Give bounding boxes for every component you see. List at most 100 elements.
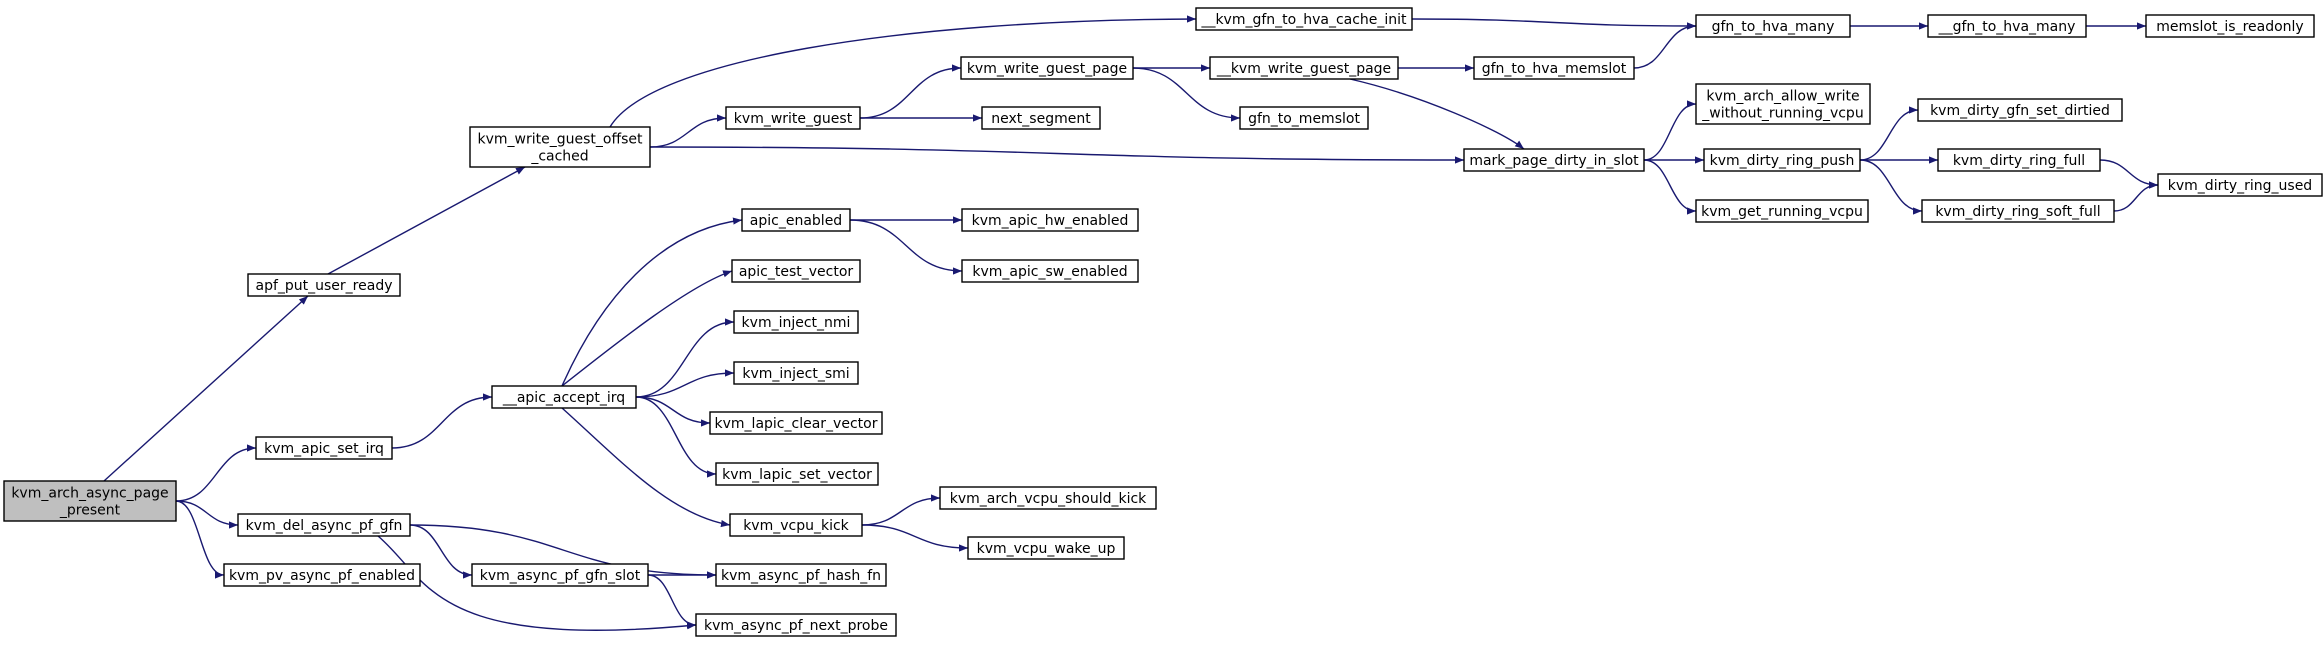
- node-kvm-arch-vcpu-should-kick[interactable]: kvm_arch_vcpu_should_kick: [939, 486, 1157, 510]
- node-box: [1695, 83, 1871, 125]
- node-label: gfn_to_hva_many: [1712, 19, 1835, 35]
- node-kvm-dirty-ring-full[interactable]: kvm_dirty_ring_full: [1937, 148, 2101, 172]
- node-box: [1463, 148, 1645, 172]
- node-label: kvm_apic_sw_enabled: [972, 264, 1127, 280]
- node-kvm-dirty-ring-used[interactable]: kvm_dirty_ring_used: [2157, 173, 2323, 197]
- node-kvm-lapic-clear-vector[interactable]: kvm_lapic_clear_vector: [709, 411, 883, 435]
- node-label: kvm_inject_smi: [742, 366, 849, 382]
- node-kvm-del-async-pf-gfn[interactable]: kvm_del_async_pf_gfn: [237, 513, 411, 537]
- node-kvm-dirty-gfn-set-dirtied[interactable]: kvm_dirty_gfn_set_dirtied: [1917, 98, 2123, 122]
- edge-apic-accept-irq-to-kvm-inject-nmi: [635, 318, 735, 398]
- node-kvm-write-guest[interactable]: kvm_write_guest: [725, 106, 861, 130]
- node-box: [1195, 7, 1413, 31]
- node-label: kvm_async_pf_hash_fn: [721, 568, 881, 584]
- node-kvm-dirty-ring-push[interactable]: kvm_dirty_ring_push: [1703, 148, 1861, 172]
- node-label: kvm_lapic_clear_vector: [715, 416, 878, 432]
- call-edges: [103, 15, 2159, 631]
- node-apf-put-user-ready[interactable]: apf_put_user_ready: [247, 273, 401, 297]
- node-label: kvm_dirty_ring_push: [1710, 153, 1855, 169]
- edge-kvm-dirty-ring-soft-full-to-kvm-dirty-ring-used: [2113, 181, 2159, 212]
- node-kvm-lapic-set-vector[interactable]: kvm_lapic_set_vector: [715, 462, 879, 486]
- edge-mark-page-dirty-in-slot-to-kvm-get-running-vcpu: [1643, 159, 1697, 215]
- node-label: kvm_dirty_gfn_set_dirtied: [1930, 103, 2110, 119]
- node-label: apf_put_user_ready: [256, 278, 393, 294]
- edge-kvm-write-guest-offset-cached-to-kvm-gfn-to-hva-cache-init: [609, 15, 1197, 128]
- node-kvm-apic-sw-enabled[interactable]: kvm_apic_sw_enabled: [961, 259, 1139, 283]
- node-gfn-to-hva-many[interactable]: __gfn_to_hva_many: [1927, 14, 2087, 38]
- node-kvm-async-pf-next-probe[interactable]: kvm_async_pf_next_probe: [695, 613, 897, 637]
- node-box: [961, 259, 1139, 283]
- edge-gfn-to-hva-memslot-to-gfn-to-hva-many: [1633, 22, 1697, 69]
- node-memslot-is-readonly[interactable]: memslot_is_readonly: [2145, 14, 2315, 38]
- node-label: __gfn_to_hva_many: [1938, 19, 2076, 35]
- node-kvm-arch-allow-write[interactable]: kvm_arch_allow_write_without_running_vcp…: [1695, 83, 1871, 125]
- node-label: kvm_arch_async_page: [11, 486, 168, 502]
- node-kvm-gfn-to-hva-cache-init[interactable]: __kvm_gfn_to_hva_cache_init: [1195, 7, 1413, 31]
- node-kvm-async-pf-gfn-slot[interactable]: kvm_async_pf_gfn_slot: [471, 563, 649, 587]
- node-label: kvm_vcpu_kick: [743, 518, 849, 534]
- node-label: _present: [59, 503, 121, 519]
- node-apic-test-vector[interactable]: apic_test_vector: [731, 259, 861, 283]
- edge-apf-put-user-ready-to-kvm-write-guest-offset-cached: [327, 166, 526, 275]
- node-label: __kvm_gfn_to_hva_cache_init: [1200, 12, 1407, 28]
- node-label: kvm_apic_set_irq: [264, 441, 384, 457]
- node-apic-accept-irq[interactable]: __apic_accept_irq: [491, 385, 637, 409]
- node-label: kvm_write_guest_offset: [478, 132, 644, 148]
- node-box: [1917, 98, 2123, 122]
- node-box: [1473, 56, 1635, 80]
- node-box: [223, 563, 421, 587]
- node-kvm-inject-nmi[interactable]: kvm_inject_nmi: [733, 310, 859, 334]
- node-box: [1695, 14, 1851, 38]
- node-label: apic_test_vector: [739, 264, 854, 280]
- edge-kvm-write-guest-page-to-mark-page-dirty-in-slot: [1349, 78, 1525, 150]
- edge-apic-accept-irq-to-kvm-lapic-set-vector: [635, 396, 717, 478]
- function-nodes: kvm_arch_async_page_present apf_put_user_…: [3, 7, 2323, 637]
- node-label: kvm_write_guest_page: [967, 61, 1127, 77]
- node-gfn-to-hva-memslot[interactable]: gfn_to_hva_memslot: [1473, 56, 1635, 80]
- node-kvm-pv-async-pf-enabled[interactable]: kvm_pv_async_pf_enabled: [223, 563, 421, 587]
- edge-kvm-del-async-pf-gfn-to-kvm-async-pf-next-probe: [377, 535, 697, 631]
- node-box: [237, 513, 411, 537]
- node-kvm-write-guest-offset-cached[interactable]: kvm_write_guest_offset_cached: [469, 126, 651, 168]
- node-label: gfn_to_hva_memslot: [1482, 61, 1627, 77]
- node-kvm-apic-set-irq[interactable]: kvm_apic_set_irq: [255, 436, 393, 460]
- edge-apic-accept-irq-to-apic-test-vector: [561, 270, 733, 387]
- node-box: [715, 462, 879, 486]
- node-next-segment[interactable]: next_segment: [981, 106, 1101, 130]
- node-box: [3, 480, 177, 522]
- node-kvm-dirty-ring-soft-full[interactable]: kvm_dirty_ring_soft_full: [1921, 199, 2115, 223]
- node-gfn-to-hva-many[interactable]: gfn_to_hva_many: [1695, 14, 1851, 38]
- node-label: kvm_arch_allow_write: [1706, 89, 1859, 105]
- node-kvm-write-guest-page[interactable]: __kvm_write_guest_page: [1209, 56, 1399, 80]
- node-box: [967, 536, 1125, 560]
- edge-kvm-vcpu-kick-to-kvm-vcpu-wake-up: [861, 524, 969, 552]
- node-label: _without_running_vcpu: [1701, 106, 1863, 122]
- node-gfn-to-memslot[interactable]: gfn_to_memslot: [1239, 106, 1369, 130]
- node-kvm-inject-smi[interactable]: kvm_inject_smi: [733, 361, 859, 385]
- edge-kvm-del-async-pf-gfn-to-kvm-async-pf-hash-fn: [409, 524, 717, 579]
- edge-kvm-write-guest-offset-cached-to-kvm-write-guest: [649, 114, 727, 148]
- node-box: [741, 208, 851, 232]
- node-box: [961, 208, 1139, 232]
- edge-apic-accept-irq-to-kvm-vcpu-kick: [561, 407, 731, 528]
- node-mark-page-dirty-in-slot[interactable]: mark_page_dirty_in_slot: [1463, 148, 1645, 172]
- node-kvm-async-pf-hash-fn[interactable]: kvm_async_pf_hash_fn: [715, 563, 887, 587]
- edge-apic-accept-irq-to-kvm-lapic-clear-vector: [635, 396, 711, 427]
- node-kvm-apic-hw-enabled[interactable]: kvm_apic_hw_enabled: [961, 208, 1139, 232]
- node-kvm-vcpu-wake-up[interactable]: kvm_vcpu_wake_up: [967, 536, 1125, 560]
- node-box: [1927, 14, 2087, 38]
- edge-kvm-vcpu-kick-to-kvm-arch-vcpu-should-kick: [861, 494, 941, 526]
- edge-kvm-async-pf-gfn-slot-to-kvm-async-pf-next-probe: [647, 574, 697, 629]
- edge-kvm-write-guest-to-kvm-write-guest-page: [859, 64, 962, 119]
- node-label: _cached: [530, 149, 588, 165]
- edge-kvm-dirty-ring-push-to-kvm-dirty-ring-soft-full: [1859, 159, 1923, 215]
- node-apic-enabled[interactable]: apic_enabled: [741, 208, 851, 232]
- node-box: [2157, 173, 2323, 197]
- node-kvm-vcpu-kick[interactable]: kvm_vcpu_kick: [729, 513, 863, 537]
- node-label: kvm_async_pf_gfn_slot: [480, 568, 641, 584]
- node-kvm-write-guest-page[interactable]: kvm_write_guest_page: [960, 56, 1134, 80]
- edge-kvm-dirty-ring-push-to-kvm-dirty-gfn-set-dirtied: [1859, 106, 1919, 161]
- node-box: [939, 486, 1157, 510]
- node-kvm-get-running-vcpu[interactable]: kvm_get_running_vcpu: [1695, 199, 1869, 223]
- node-label: kvm_dirty_ring_soft_full: [1935, 204, 2100, 220]
